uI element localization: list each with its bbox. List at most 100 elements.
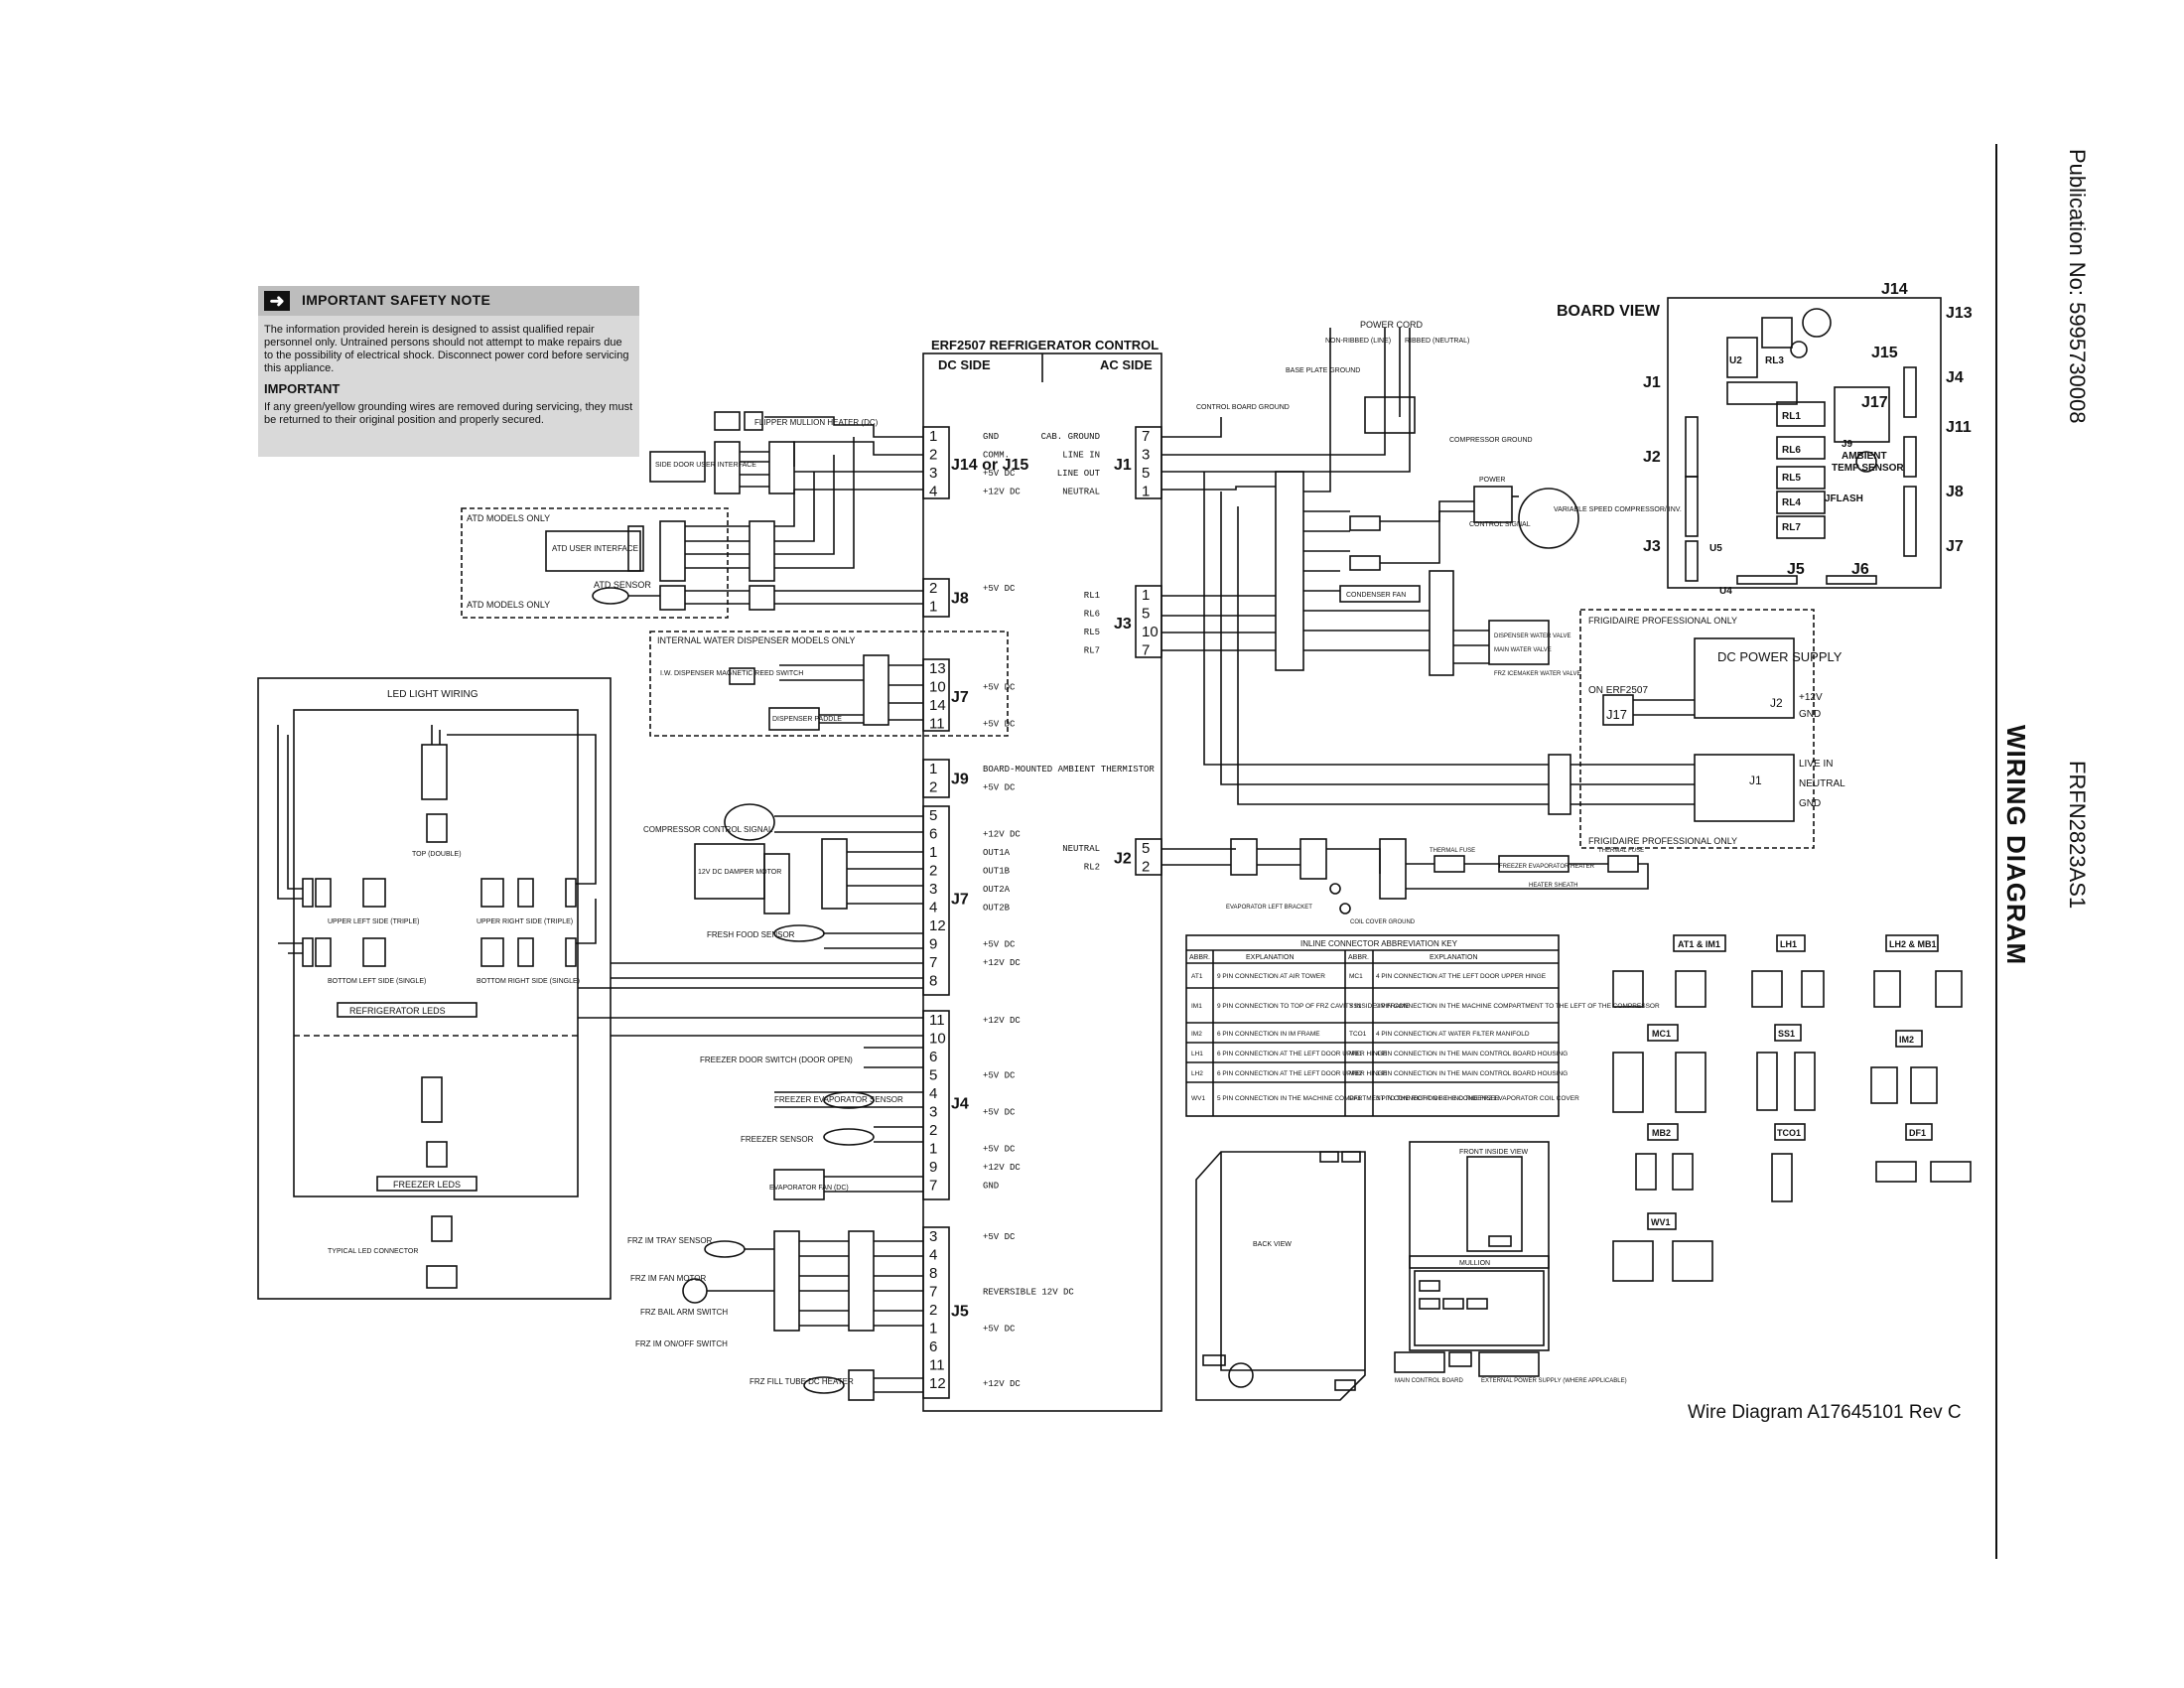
pin-number: 11 xyxy=(929,1357,945,1374)
pin-number: 1 xyxy=(929,599,937,616)
frig-header: FRIGIDAIRE PROFESSIONAL ONLY xyxy=(1588,616,1737,626)
abbrev-r1c0: IM1 xyxy=(1191,1003,1202,1010)
live-in-label: LIVE IN xyxy=(1799,759,1833,770)
bv-u5: U5 xyxy=(1709,543,1722,554)
heater-sheath-label: HEATER SHEATH xyxy=(1529,883,1577,889)
pin-number: 10 xyxy=(929,1031,946,1048)
pin-label: +12V DC xyxy=(983,488,1021,497)
neutral-label: NEUTRAL xyxy=(1799,778,1845,789)
bv-u2: U2 xyxy=(1729,355,1742,366)
bv-j17: J17 xyxy=(1861,394,1888,411)
pin-number: 13 xyxy=(929,660,946,677)
condenser-fan-label: CONDENSER FAN xyxy=(1346,592,1406,599)
pin-number: 2 xyxy=(929,580,937,597)
pin-number: 1 xyxy=(1142,484,1150,500)
pin-label: +5V DC xyxy=(983,1325,1016,1335)
pin-number: 11 xyxy=(929,1012,945,1029)
pin-label: +5V DC xyxy=(983,1108,1016,1118)
abbrev-r3c2: MB1 xyxy=(1349,1051,1363,1057)
abbrev-r2c2: TCO1 xyxy=(1349,1031,1367,1038)
abbrev-h3: ABBR. xyxy=(1348,954,1369,961)
legend-lh2-mb1: LH2 & MB1 xyxy=(1889,939,1937,949)
evap-fan-label: EVAPORATOR FAN (DC) xyxy=(769,1185,849,1192)
thermal-fuse-label-2: THERMAL FUSE xyxy=(1598,848,1644,854)
control-title: ERF2507 REFRIGERATOR CONTROL xyxy=(931,338,1159,352)
bv-j3: J3 xyxy=(1643,538,1661,555)
connector-name: J3 xyxy=(1114,616,1132,633)
abbrev-r5c1: 5 PIN CONNECTION IN THE MACHINE COMPARTM… xyxy=(1217,1095,1500,1102)
thermal-fuse-label: THERMAL FUSE xyxy=(1430,848,1475,854)
freezer-leds-label: FREEZER LEDS xyxy=(393,1180,461,1190)
safety-note: ➜ IMPORTANT SAFETY NOTE The information … xyxy=(258,286,639,457)
pin-label: +5V DC xyxy=(983,940,1016,950)
pin-label: NEUTRAL xyxy=(1062,844,1100,854)
abbrev-r1c3: 9 PIN CONNECTION IN THE MACHINE COMPARTM… xyxy=(1376,1003,1660,1010)
pin-label: COMM. xyxy=(983,451,1010,461)
frz-bail-label: FRZ BAIL ARM SWITCH xyxy=(640,1308,728,1317)
pin-label: +5V DC xyxy=(983,1071,1016,1081)
j1-label: J1 xyxy=(1749,774,1762,787)
pin-label: CAB. GROUND xyxy=(1041,432,1100,442)
pin-number: 1 xyxy=(929,761,937,777)
led-upper-right: UPPER RIGHT SIDE (TRIPLE) xyxy=(477,918,573,925)
pin-number: 1 xyxy=(929,1141,937,1158)
pin-label: OUT1B xyxy=(983,867,1011,877)
important-heading: IMPORTANT xyxy=(264,381,341,396)
iw-dispenser-label: I.W. DISPENSER MAGNETIC REED SWITCH xyxy=(660,670,803,677)
abbrev-r0c1: 9 PIN CONNECTION AT AIR TOWER xyxy=(1217,973,1325,980)
pin-number: 2 xyxy=(929,863,937,880)
control-ground-label: CONTROL BOARD GROUND xyxy=(1196,404,1290,411)
pin-number: 4 xyxy=(929,484,937,500)
bv-rl1: RL1 xyxy=(1782,411,1801,422)
fresh-food-label: FRESH FOOD SENSOR xyxy=(707,930,795,939)
dispenser-paddle-label: DISPENSER PADDLE xyxy=(772,716,842,723)
frz-im-tray-label: FRZ IM TRAY SENSOR xyxy=(627,1236,713,1245)
pin-label: OUT2B xyxy=(983,904,1011,914)
atd-models-label: ATD MODELS ONLY xyxy=(467,513,550,523)
ribbed-label: RIBBED (NEUTRAL) xyxy=(1405,338,1469,345)
control-signal-label: CONTROL SIGNAL xyxy=(1469,521,1531,528)
atd-ui-label: ATD USER INTERFACE xyxy=(552,544,638,553)
fridge-leds-label: REFRIGERATOR LEDS xyxy=(349,1006,446,1016)
board-view-labels: J14 J13 J15 J1 J4 J11 J2 J17 J8 J3 J7 J5… xyxy=(1643,281,1973,578)
bv-j4: J4 xyxy=(1946,369,1964,386)
bv-j5: J5 xyxy=(1787,561,1805,578)
abbrev-r1c1: 9 PIN CONNECTION TO TOP OF FRZ CAVITY IN… xyxy=(1217,1003,1410,1010)
abbrev-h1: ABBR. xyxy=(1189,954,1210,961)
connector-name: J7 xyxy=(951,689,969,706)
pin-number: 4 xyxy=(929,1085,937,1102)
pin-number: 11 xyxy=(929,716,945,733)
legend-mb2: MB2 xyxy=(1652,1128,1671,1138)
side-door-ui-label: SIDE DOOR USER INTERFACE xyxy=(655,462,756,469)
pin-number: 2 xyxy=(929,1122,937,1139)
pin-number: 8 xyxy=(929,1265,937,1282)
abbrev-r4c1: 6 PIN CONNECTION AT THE LEFT DOOR UPPER … xyxy=(1217,1070,1388,1077)
bv-j15: J15 xyxy=(1871,345,1898,361)
legend-lh1: LH1 xyxy=(1780,939,1797,949)
board-view-title: BOARD VIEW xyxy=(1557,303,1661,320)
pin-label: RL5 xyxy=(1084,628,1100,637)
atd-models-label-2: ATD MODELS ONLY xyxy=(467,600,550,610)
freezer-sensor-label: FREEZER SENSOR xyxy=(741,1135,814,1144)
safety-paragraph: The information provided herein is desig… xyxy=(264,324,629,374)
bv-j8: J8 xyxy=(1946,484,1964,500)
bv-u4: U4 xyxy=(1719,586,1732,597)
abbrev-r5c3: 3 PIN CONNECTION BEHIND THE FRZ EVAPORAT… xyxy=(1376,1095,1579,1102)
abbrev-rows: AT1 9 PIN CONNECTION AT AIR TOWER MC1 4 … xyxy=(1191,973,1660,1102)
abbrev-r5c2: DF1 xyxy=(1349,1095,1362,1102)
bv-rl4: RL4 xyxy=(1782,497,1801,508)
abbrev-r2c1: 6 PIN CONNECTION IN IM FRAME xyxy=(1217,1031,1320,1038)
bv-ambient: AMBIENT xyxy=(1842,451,1887,462)
compressor-ground-label: COMPRESSOR GROUND xyxy=(1449,437,1533,444)
typical-led-label: TYPICAL LED CONNECTOR xyxy=(328,1248,418,1255)
pin-label: +12V DC xyxy=(983,958,1021,968)
pin-label: +5V DC xyxy=(983,783,1016,793)
abbrev-r3c0: LH1 xyxy=(1191,1051,1203,1057)
pin-label: GND xyxy=(983,1182,999,1192)
pin-label: +5V DC xyxy=(983,1145,1016,1155)
pin-number: 2 xyxy=(1142,859,1150,876)
abbrev-r4c2: MB2 xyxy=(1349,1070,1363,1077)
pin-label: +5V DC xyxy=(983,720,1016,730)
legend-tco1: TCO1 xyxy=(1777,1128,1801,1138)
